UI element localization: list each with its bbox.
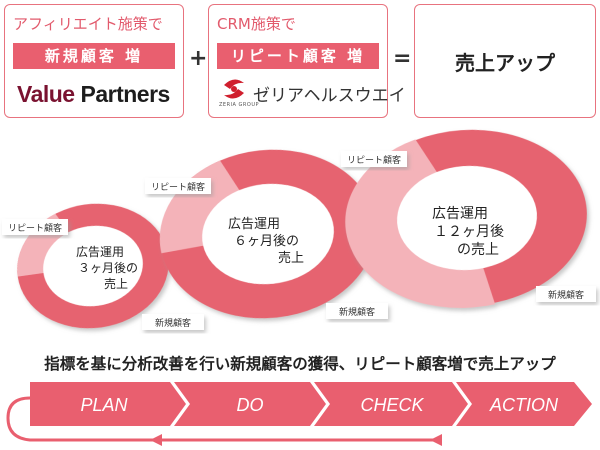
zeria-name: ゼリアヘルスウエイ xyxy=(253,86,406,106)
equals-sign: = xyxy=(393,46,412,71)
step-do: DO xyxy=(174,382,326,426)
result-text: 売上アップ xyxy=(455,51,555,75)
pdca-cycle: PLAN DO CHECK ACTION xyxy=(6,382,592,446)
ring-center-line: ３ヶ月後の xyxy=(78,261,138,275)
value-partners-logo: Value Partners xyxy=(17,81,170,108)
ring-center-line: 広告運用 xyxy=(228,217,280,232)
repeat-label: リピート顧客 xyxy=(347,154,401,166)
ring-center-line: 広告運用 xyxy=(76,245,124,259)
logo-text-value: Value xyxy=(17,81,81,107)
ring-center-line: の売上 xyxy=(457,242,499,258)
step-check: CHECK xyxy=(314,382,468,426)
crm-title: CRM施策で xyxy=(217,15,296,33)
ring-center-line: 売上 xyxy=(278,250,304,266)
step-label-plan: PLAN xyxy=(80,395,128,415)
ring-hole xyxy=(397,165,537,271)
repeat-label: リピート顧客 xyxy=(8,222,62,234)
ring-center-line: 売上 xyxy=(104,276,128,291)
step-shape xyxy=(174,382,326,426)
ring-label-repeat: リピート顧客 xyxy=(145,178,211,194)
new-label: 新規顧客 xyxy=(548,289,584,301)
ring-center-line: １２ヶ月後 xyxy=(434,224,504,240)
cycle-return-line xyxy=(6,396,440,442)
logo-text-partners: Partners xyxy=(80,81,170,107)
new-label: 新規顧客 xyxy=(155,317,191,329)
ring-label-new: 新規顧客 xyxy=(142,314,204,330)
cycle-arrowhead-icon xyxy=(430,434,442,446)
result-box: 売上アップ xyxy=(414,4,596,118)
step-label-check: CHECK xyxy=(360,395,424,415)
repeat-label: リピート顧客 xyxy=(151,181,205,193)
step-shape xyxy=(30,382,186,426)
ring-6-months xyxy=(159,149,376,319)
step-label-do: DO xyxy=(237,395,264,415)
new-label: 新規顧客 xyxy=(339,306,375,318)
ring-hole xyxy=(202,183,334,285)
summary-caption: 指標を基に分析改善を行い新規顧客の獲得、リピート顧客増で売上アップ xyxy=(44,355,556,373)
cycle-arrowhead-icon xyxy=(150,434,162,446)
ring-label-new: 新規顧客 xyxy=(326,303,388,319)
step-shape xyxy=(456,382,592,426)
ring-center-line: ６ヶ月後の xyxy=(234,234,299,249)
step-shape xyxy=(314,382,468,426)
ring-12-months xyxy=(345,129,587,308)
zeria-logo: ZERIA GROUP ゼリアヘルスウエイ xyxy=(219,75,406,111)
step-action: ACTION xyxy=(456,382,592,426)
step-label-action: ACTION xyxy=(489,395,559,415)
affiliate-title: アフィリエイト施策で xyxy=(13,15,163,33)
affiliate-badge: 新規顧客 増 xyxy=(13,43,175,69)
ring-label-repeat: リピート顧客 xyxy=(2,219,68,235)
ring-center-line: 広告運用 xyxy=(432,206,488,222)
ring-label-new: 新規顧客 xyxy=(536,286,596,302)
ring-hole xyxy=(43,225,143,307)
sales-rings-diagram: 広告運用 ３ヶ月後の 売上 リピート顧客 新規顧客 広告運用 ６ヶ月後の 売上 … xyxy=(2,129,596,330)
zeria-mark-icon xyxy=(224,79,244,99)
zeria-sub: ZERIA GROUP xyxy=(219,102,260,108)
plus-sign: + xyxy=(189,46,208,71)
crm-box: CRM施策で リピート顧客 増 ZERIA GROUP ゼリアヘルスウエイ xyxy=(208,4,406,118)
crm-badge: リピート顧客 増 xyxy=(217,43,379,69)
ring-label-repeat: リピート顧客 xyxy=(341,151,407,167)
affiliate-box: アフィリエイト施策で 新規顧客 増 Value Partners xyxy=(4,4,184,118)
step-plan: PLAN xyxy=(30,382,186,426)
